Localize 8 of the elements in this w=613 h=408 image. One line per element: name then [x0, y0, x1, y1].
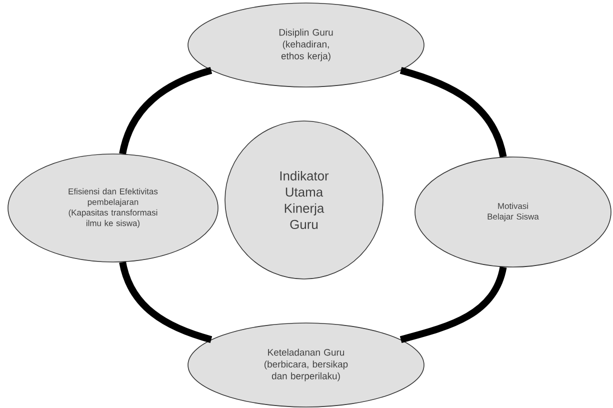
ring-arc: [400, 67, 507, 158]
ring-arc: [400, 266, 507, 343]
ring-arc: [119, 67, 212, 155]
ellipse-node: Motivasi Belajar Siswa: [414, 156, 612, 268]
ellipse-node: Efisiensi dan Efektivitas pembelajaran (Kapasitas transformasi ilmu ke siswa): [8, 154, 218, 262]
ellipse-node: Keteladanan Guru (berbicara, bersikap dan berperilaku): [188, 322, 424, 408]
ellipse-node: Disiplin Guru (kehadiran, ethos kerja): [188, 2, 424, 88]
ring-arc: [119, 261, 212, 343]
